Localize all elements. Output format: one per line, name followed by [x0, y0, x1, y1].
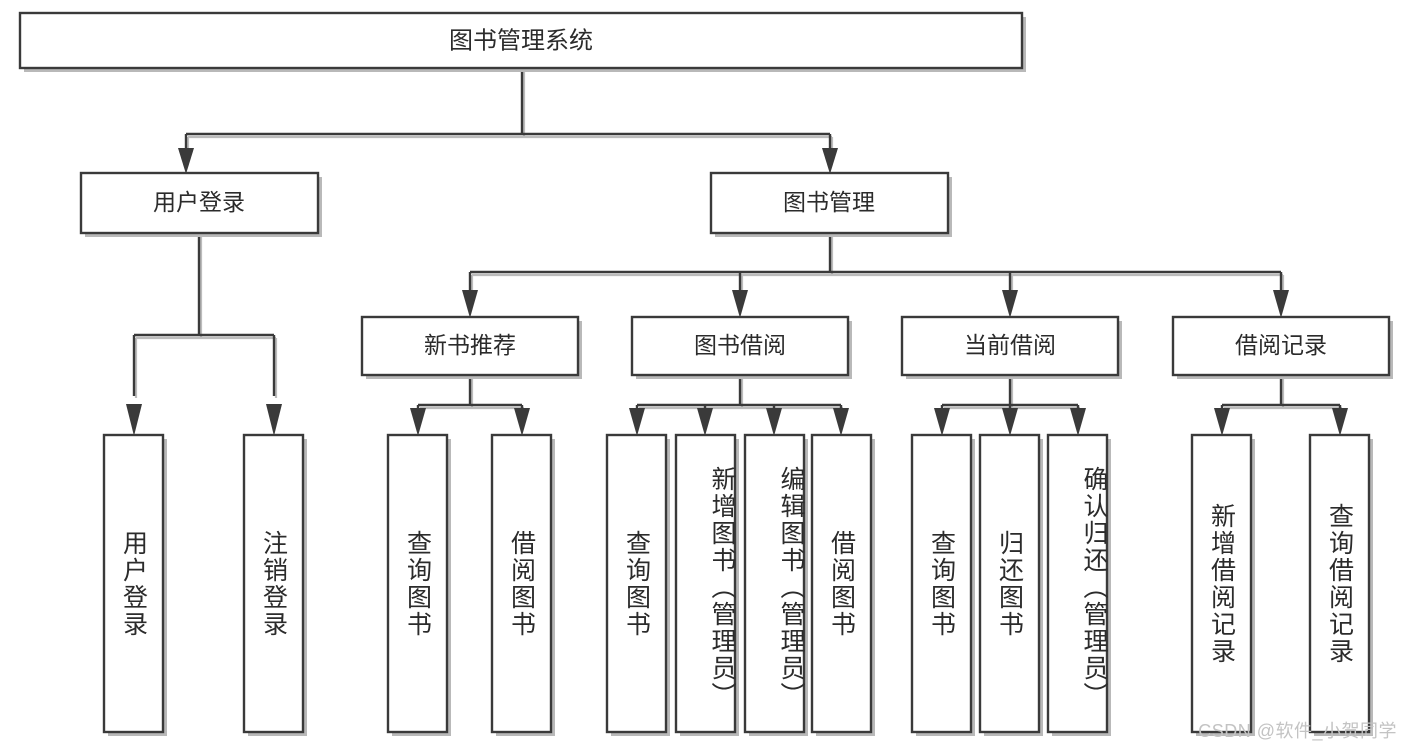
node-current-borrow-label: 当前借阅: [964, 332, 1056, 358]
node-book-manage[interactable]: 图书管理: [709, 171, 952, 237]
node-book-borrow-label: 图书借阅: [694, 332, 786, 358]
node-leaf-user-login[interactable]: [102, 433, 167, 736]
node-leaf-add-record[interactable]: [1190, 433, 1255, 736]
node-leaf-return-book[interactable]: [978, 433, 1043, 736]
node-leaf-add-book[interactable]: [674, 433, 739, 736]
connector-recommend-to-leaves: [410, 375, 530, 436]
connector-current-to-leaves: [934, 375, 1086, 436]
connector-record-to-leaves: [1214, 375, 1348, 436]
csdn-watermark: CSDN @软件_小贺同学: [1198, 721, 1397, 741]
node-borrow-record[interactable]: 借阅记录: [1171, 315, 1393, 379]
connector-root-to-level2: [178, 68, 838, 174]
node-book-borrow[interactable]: 图书借阅: [630, 315, 852, 379]
node-user-login-label: 用户登录: [153, 189, 245, 215]
node-root-label: 图书管理系统: [449, 27, 593, 54]
node-leaf-query-record[interactable]: [1308, 433, 1373, 736]
node-leaf-query-book-3[interactable]: [910, 433, 975, 736]
node-user-login[interactable]: 用户登录: [79, 171, 322, 237]
connector-userlogin-to-leaves: [126, 233, 282, 436]
node-book-manage-label: 图书管理: [783, 189, 875, 215]
node-new-book-recommend-label: 新书推荐: [424, 332, 516, 358]
node-leaf-borrow-book-2[interactable]: [810, 433, 875, 736]
node-new-book-recommend[interactable]: 新书推荐: [360, 315, 582, 379]
connector-borrow-to-leaves: [629, 375, 849, 436]
node-borrow-record-label: 借阅记录: [1235, 332, 1327, 358]
node-current-borrow[interactable]: 当前借阅: [900, 315, 1122, 379]
node-leaf-logout[interactable]: [242, 433, 307, 736]
node-leaf-borrow-book-1[interactable]: [490, 433, 555, 736]
node-leaf-confirm-return[interactable]: [1046, 433, 1111, 736]
node-leaf-query-book-1[interactable]: [386, 433, 451, 736]
node-leaf-query-book-2[interactable]: [605, 433, 670, 736]
node-leaf-edit-book[interactable]: [743, 433, 808, 736]
leaf-box-group: [102, 433, 1373, 736]
node-root[interactable]: 图书管理系统: [18, 11, 1026, 72]
connector-layer: [126, 68, 1348, 436]
connector-bookmanage-to-level3: [462, 233, 1289, 318]
